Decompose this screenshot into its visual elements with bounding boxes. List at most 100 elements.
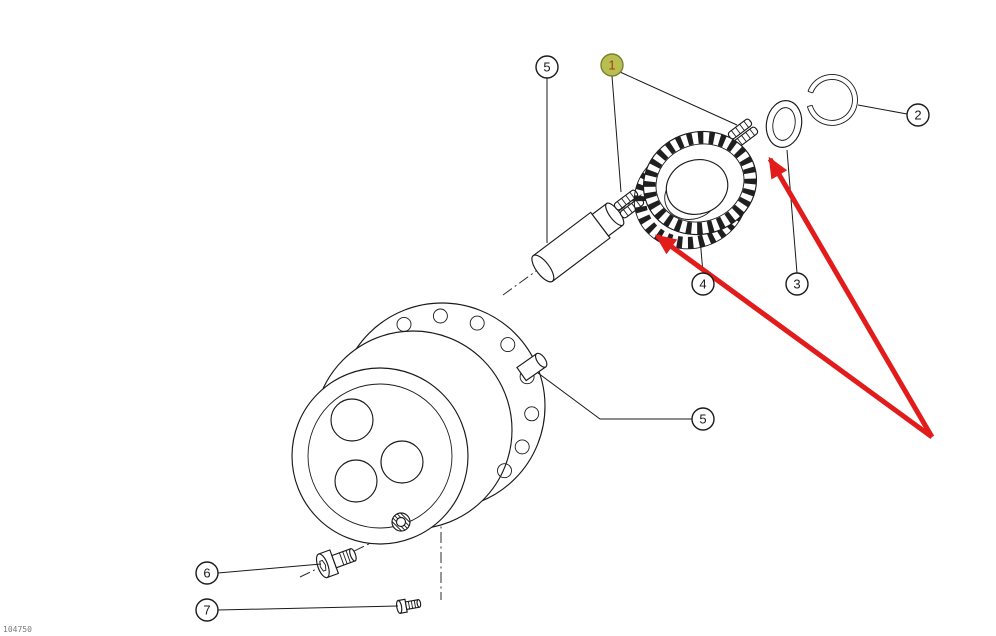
- centerlines: [299, 186, 653, 600]
- callout-4[interactable]: 4: [691, 272, 715, 296]
- bolt-hole: [396, 316, 412, 332]
- thread-line: [413, 600, 417, 608]
- roller-line: [737, 138, 743, 146]
- hatch-line: [400, 512, 411, 523]
- callout-circle: [691, 272, 715, 296]
- washer-inner: [772, 107, 796, 141]
- bolt-head-face: [315, 553, 330, 579]
- roller-line: [749, 128, 756, 136]
- corner-code: 104750: [3, 625, 32, 634]
- hub-housing: [291, 302, 546, 545]
- callout-circle: [195, 598, 219, 622]
- callout-label: 6: [203, 566, 210, 581]
- roller-line: [730, 130, 737, 138]
- thread-line: [345, 550, 351, 563]
- callout-label: 7: [203, 603, 210, 618]
- shaft-axis-centerline: [502, 186, 653, 296]
- face-hole: [334, 459, 378, 503]
- thread-line: [410, 600, 414, 609]
- washer-outer: [765, 100, 803, 148]
- bolt-shank-end: [349, 548, 357, 562]
- screw-head-face: [395, 599, 403, 614]
- callout-circle: [785, 272, 809, 296]
- leader-1-upper: [619, 71, 738, 126]
- roller-line: [625, 194, 631, 202]
- red-arrow-to-lower-bearing: [654, 233, 934, 440]
- callout-label: 5: [699, 412, 706, 427]
- snap-ring-end: [807, 104, 813, 108]
- callout-3[interactable]: 3: [785, 272, 809, 296]
- thread-line: [342, 551, 348, 565]
- red-arrow-to-upper-bearing: [767, 156, 935, 439]
- highlight-arrows: [654, 156, 935, 440]
- callout-circle: [195, 561, 219, 585]
- callout-label: 2: [914, 108, 921, 123]
- leader-5-right: [537, 372, 692, 420]
- pin-end-cap: [605, 202, 625, 227]
- callout-6[interactable]: 6: [195, 561, 219, 585]
- gear: [633, 130, 758, 250]
- snap-ring: [806, 74, 858, 126]
- socket-head-bolt: [315, 547, 357, 579]
- hex-socket: [319, 559, 327, 572]
- callout-label: 1: [608, 58, 615, 73]
- gear-root-circle: [655, 143, 745, 223]
- leader-1-lower: [611, 75, 622, 193]
- roller-line: [739, 123, 745, 131]
- hub-threaded-hole: [391, 512, 411, 532]
- gear-teeth-ring: [643, 131, 757, 235]
- roller-line: [627, 206, 633, 214]
- roller-line: [616, 201, 623, 209]
- callout-5-top[interactable]: 5: [535, 55, 559, 79]
- thread-line: [407, 601, 411, 609]
- bolt-hole: [432, 308, 448, 324]
- planet-pin: [531, 202, 625, 283]
- callout-circle: [906, 103, 930, 127]
- face-hole: [330, 398, 374, 442]
- bolt-hole: [524, 406, 540, 422]
- bolt-hole: [500, 337, 516, 353]
- thrust-washer: [765, 100, 803, 148]
- bolt-hole: [469, 315, 485, 331]
- threaded-hole-bore: [395, 516, 407, 528]
- roller-line: [741, 135, 747, 143]
- callout-circle-highlighted: [600, 53, 624, 77]
- thread-line: [338, 552, 345, 566]
- callout-circle: [535, 55, 559, 79]
- roller-line: [745, 131, 751, 139]
- leader-6: [217, 563, 322, 574]
- callout-label: 4: [699, 277, 706, 292]
- callout-1[interactable]: 1: [600, 53, 624, 77]
- hub-face-inner-ring: [307, 383, 453, 529]
- gear-bore: [665, 159, 729, 215]
- snap-ring-outer: [806, 74, 858, 126]
- roller-line: [735, 127, 741, 135]
- snap-ring-inner: [811, 79, 853, 121]
- hub-face-holes: [330, 398, 424, 503]
- set-screw: [395, 598, 422, 614]
- snap-ring-end: [807, 90, 813, 94]
- leader-3: [786, 149, 798, 274]
- callout-label: 5: [543, 60, 550, 75]
- hub-bolt-holes: [396, 308, 540, 479]
- roller-line: [621, 198, 627, 206]
- hub-pin-end: [534, 352, 548, 368]
- bolt-hole: [514, 439, 530, 455]
- bolt-hole: [497, 463, 512, 479]
- needle-bearing-lower: [613, 189, 645, 219]
- roller-line: [743, 120, 749, 128]
- screw-tip: [416, 599, 422, 608]
- callout-label: 3: [793, 277, 800, 292]
- roller-line: [623, 209, 629, 217]
- leader-2: [857, 104, 908, 115]
- leader-7: [217, 605, 399, 611]
- callout-7[interactable]: 7: [195, 598, 219, 622]
- callout-2[interactable]: 2: [906, 103, 930, 127]
- pin-base-cap: [531, 254, 555, 283]
- needle-bearing-upper: [727, 118, 759, 148]
- hub-face: [291, 367, 469, 545]
- callout-circle: [691, 407, 715, 431]
- hub-pin: [516, 352, 548, 382]
- callout-5-right[interactable]: 5: [691, 407, 715, 431]
